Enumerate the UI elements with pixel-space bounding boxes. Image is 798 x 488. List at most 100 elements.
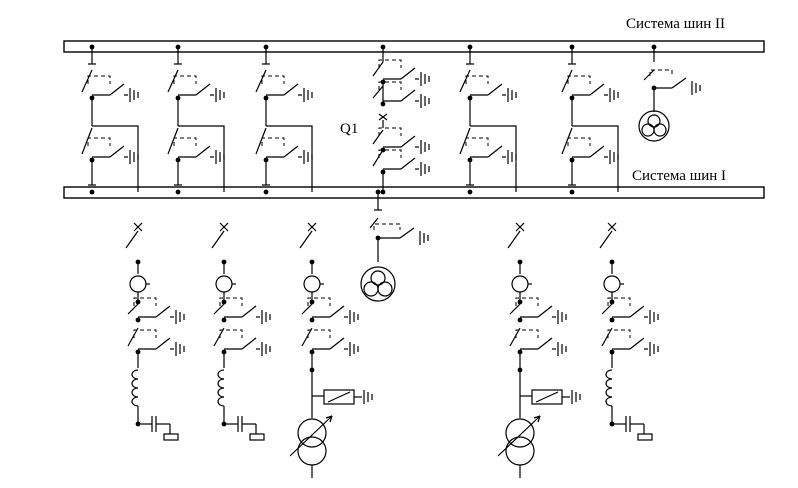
- arrester-slash: [535, 391, 559, 403]
- interlock-dash: [219, 297, 243, 306]
- breaker-blade: [125, 230, 139, 249]
- interlock-dash: [219, 329, 243, 338]
- ground-blade: [487, 83, 503, 96]
- wire: [301, 327, 313, 347]
- breaker-x: [133, 222, 143, 232]
- earth-symbol: [363, 390, 373, 404]
- interlock-dash: [87, 75, 111, 84]
- earth-symbol: [609, 150, 619, 164]
- wire: [255, 127, 267, 155]
- earth-symbol: [175, 310, 185, 324]
- ground-blade: [109, 145, 125, 158]
- ground-blade: [195, 83, 211, 96]
- vt-winding: [653, 123, 667, 137]
- bus-tap-dot: [175, 189, 181, 195]
- outlet-wire: [266, 125, 313, 192]
- ground-blade: [155, 337, 171, 350]
- earth-symbol: [557, 342, 567, 356]
- disconnector: [509, 327, 567, 356]
- earth-symbol: [303, 150, 313, 164]
- coil-turn: [605, 369, 613, 380]
- wire: [459, 127, 471, 155]
- upper-bay: [167, 44, 225, 195]
- disconnector: [213, 327, 271, 356]
- disconnector: [509, 297, 567, 324]
- arrow-head: [537, 415, 541, 423]
- interlock-dash: [173, 75, 197, 84]
- disconnector: [255, 127, 313, 164]
- earth-symbol: [349, 342, 359, 356]
- ground-blade: [537, 305, 553, 318]
- earth-symbol: [420, 162, 430, 176]
- ground-blade: [400, 135, 416, 148]
- interlock-dash: [378, 81, 402, 90]
- disconnector: [167, 69, 225, 102]
- wire: [372, 129, 384, 145]
- contact-dot: [221, 317, 227, 323]
- ground-blade: [400, 157, 416, 170]
- upper-bay: [459, 44, 517, 195]
- interlock-dash: [567, 75, 591, 84]
- current-transformer: [603, 275, 621, 293]
- wire: [509, 327, 521, 347]
- outlet-wire: [572, 125, 619, 192]
- junction-dot: [309, 299, 315, 305]
- breaker-x: [378, 113, 388, 121]
- earth-symbol: [649, 310, 659, 324]
- ground-blade: [400, 67, 416, 80]
- ground-blade: [589, 145, 605, 158]
- breaker-blade: [211, 230, 225, 249]
- vt-winding: [641, 123, 655, 137]
- disconnector: [601, 297, 659, 324]
- ground-block: [249, 433, 265, 441]
- vt-outer-circle: [360, 266, 396, 302]
- interlock-dash: [465, 75, 489, 84]
- earth-symbol: [507, 88, 517, 102]
- bus-ii-label: Система шин II: [626, 16, 725, 32]
- contact-dot: [309, 317, 315, 323]
- interlock-dash: [87, 137, 111, 146]
- breaker-q1-label: Q1: [340, 121, 358, 137]
- coil-turn: [131, 396, 139, 407]
- interlock-dash: [133, 329, 157, 338]
- ground-blade: [487, 145, 503, 158]
- earth-symbol: [215, 88, 225, 102]
- wire: [601, 303, 613, 315]
- disconnector: [561, 127, 619, 164]
- coil-turn: [131, 369, 139, 380]
- earth-symbol: [129, 88, 139, 102]
- breaker-blade: [507, 230, 521, 249]
- voltage-transformer-bus-ii: [638, 44, 701, 142]
- arrow-head: [325, 415, 333, 419]
- power-transformer-coil: [505, 418, 535, 448]
- disconnector: [301, 327, 359, 356]
- reactor-coil: [217, 369, 225, 407]
- interlock-dash: [515, 329, 539, 338]
- earth-symbol: [419, 231, 429, 245]
- disconnector: [81, 127, 139, 164]
- ground-block: [163, 433, 179, 441]
- power-transformer-coil: [297, 418, 327, 448]
- arrow-head: [533, 415, 541, 419]
- disconnector: [372, 81, 430, 108]
- earth-symbol: [649, 342, 659, 356]
- wire: [127, 303, 139, 315]
- ground-blade: [589, 83, 605, 96]
- interlock-dash: [307, 329, 331, 338]
- earth-symbol: [691, 81, 701, 95]
- earth-symbol: [261, 342, 271, 356]
- wire: [81, 127, 93, 155]
- disconnector: [561, 69, 619, 102]
- contact-dot: [609, 317, 615, 323]
- outlet-wire: [178, 125, 225, 192]
- arrow-head: [329, 415, 333, 423]
- wire: [649, 69, 673, 76]
- breaker-blade: [299, 230, 313, 249]
- wire: [399, 227, 415, 239]
- disconnector: [372, 149, 430, 176]
- wire: [213, 303, 225, 315]
- contact-dot: [517, 317, 523, 323]
- interlock-dash: [515, 297, 539, 306]
- breaker-x: [219, 222, 229, 232]
